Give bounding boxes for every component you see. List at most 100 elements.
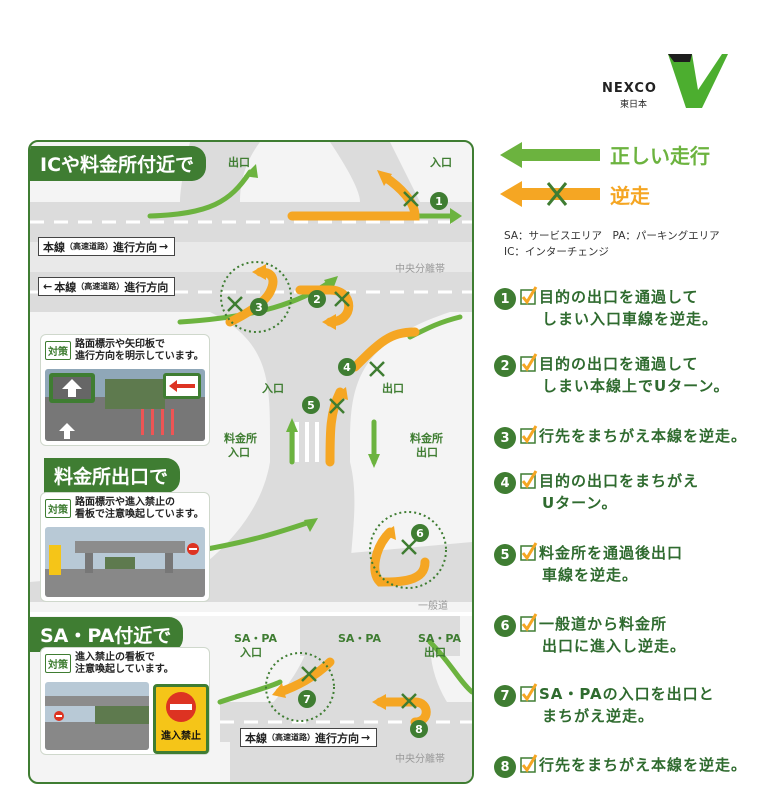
road-marking-photo	[45, 369, 205, 441]
measure-card-sapa: 対策 進入禁止の看板で 注意喚起しています。 進入禁止	[40, 647, 210, 755]
section-title-sapa: SA・PA付近で	[30, 617, 184, 652]
marker-1: 1	[430, 192, 448, 210]
check-icon	[520, 470, 538, 489]
item-text-2: 車線を逆走。	[542, 566, 639, 584]
item-text-1: 目的の出口を通過して	[539, 355, 699, 373]
measure-tag-3: 対策	[45, 654, 71, 673]
label-sapa-exit-b: 出口	[424, 646, 446, 659]
label-sapa-exit-a: SA・PA	[418, 632, 462, 645]
marker-3: 3	[250, 298, 268, 316]
label-sapa-entrance-a: SA・PA	[234, 632, 278, 645]
item-number: 1	[494, 288, 516, 310]
label-general-road: 一般道	[418, 601, 448, 612]
item-text-1: 目的の出口を通過して	[539, 288, 699, 306]
check-icon	[520, 425, 538, 444]
marker-8: 8	[410, 720, 428, 738]
label-exit-mid: 出口	[382, 382, 404, 395]
lane-main: 本線	[43, 240, 65, 254]
correct-arrow-icon	[500, 142, 600, 168]
item-text-1: 行先をまちがえ本線を逆走。	[539, 427, 748, 445]
item-number: 6	[494, 615, 516, 637]
item-number: 7	[494, 685, 516, 707]
item-text-2: しまい入口車線を逆走。	[542, 310, 719, 328]
item-text-1: 行先をまちがえ本線を逆走。	[539, 756, 748, 774]
lane-dir: 進行方向	[113, 240, 157, 254]
item-text-1: SA・PAの入口を出口と	[539, 685, 715, 703]
item-text-1: 一般道から料金所	[539, 615, 668, 633]
item-number: 3	[494, 427, 516, 449]
no-entry-icon	[166, 692, 196, 722]
item-text-1: 料金所を通過後出口	[539, 544, 684, 562]
no-entry-sign: 進入禁止	[153, 684, 209, 754]
label-sapa-entrance-b: 入口	[240, 646, 262, 659]
check-icon	[520, 613, 538, 632]
logo-sub: 東日本	[620, 100, 648, 110]
marker-4: 4	[338, 358, 356, 376]
lane-small-2: （高速道路）	[76, 282, 125, 291]
measure-text-4: 看板で注意喚起しています。	[75, 509, 204, 520]
item-number: 8	[494, 756, 516, 778]
arrow-right-icon: →	[159, 240, 169, 253]
marker-2: 2	[308, 290, 326, 308]
item-text-2: 出口に進入し逆走。	[542, 637, 687, 655]
lane-main-2: 本線	[54, 280, 77, 294]
measure-card-ic: 対策 路面標示や矢印板で 進行方向を明示しています。	[40, 334, 210, 446]
item-number: 5	[494, 544, 516, 566]
lane-direction-left: ←本線（高速道路）進行方向	[38, 277, 176, 296]
measure-text-5: 進入禁止の看板で	[75, 652, 155, 663]
lane-main-3: 本線	[245, 731, 267, 745]
label-toll-entrance-b: 入口	[228, 446, 250, 459]
lane-small-3: （高速道路）	[267, 733, 315, 742]
label-toll-exit-a: 料金所	[410, 432, 443, 445]
item-number: 4	[494, 472, 516, 494]
lane-dir-3: 進行方向	[315, 731, 359, 745]
section-title-toll: 料金所出口で	[44, 458, 181, 493]
label-sapa-center: SA・PA	[338, 632, 382, 645]
abbreviation-line-1: SA：サービスエリア PA：パーキングエリア	[504, 230, 720, 242]
label-exit-top: 出口	[228, 156, 250, 169]
legend-wrong: 逆走	[610, 184, 650, 208]
lane-direction-bottom: 本線（高速道路）進行方向→	[240, 728, 378, 747]
measure-text-1: 路面標示や矢印板で	[75, 339, 165, 350]
abbreviation-line-2: IC：インターチェンジ	[504, 246, 609, 258]
diagram-panel: 1 2 3 4 5 6 7 8 出口 入口 本線（高速道路）進行方向→ 中央分離…	[28, 140, 474, 784]
check-icon	[520, 683, 538, 702]
item-text-2: Uターン。	[542, 494, 618, 512]
arrow-left-icon: ←	[43, 280, 53, 293]
check-icon	[520, 286, 538, 305]
road-map	[30, 142, 472, 782]
lane-small: （高速道路）	[65, 242, 113, 251]
item-number: 2	[494, 355, 516, 377]
label-entrance-mid: 入口	[262, 382, 284, 395]
lane-dir-2: 進行方向	[124, 280, 169, 294]
measure-text-2: 進行方向を明示しています。	[75, 351, 204, 362]
nexco-logo-icon	[668, 54, 728, 108]
measure-card-toll: 対策 路面標示や進入禁止の 看板で注意喚起しています。	[40, 492, 210, 602]
measure-tag-2: 対策	[45, 499, 71, 518]
marker-7: 7	[298, 690, 316, 708]
check-icon	[520, 353, 538, 372]
section-title-ic: ICや料金所付近で	[30, 146, 207, 181]
marker-5: 5	[302, 396, 320, 414]
item-text-1: 目的の出口をまちがえ	[539, 472, 700, 490]
wrong-way-arrow-icon	[500, 181, 600, 207]
toll-exit-photo	[45, 527, 205, 597]
check-icon	[520, 542, 538, 561]
logo-name: NEXCO	[602, 81, 657, 96]
label-entrance-top: 入口	[430, 156, 452, 169]
legend-correct: 正しい走行	[610, 144, 710, 168]
label-toll-entrance-a: 料金所	[224, 432, 257, 445]
marker-6: 6	[411, 524, 429, 542]
item-text-2: まちがえ逆走。	[542, 707, 655, 725]
measure-text-6: 注意喚起しています。	[75, 664, 174, 675]
no-entry-sign-text: 進入禁止	[161, 731, 201, 742]
lane-direction-right: 本線（高速道路）進行方向→	[38, 237, 176, 256]
check-icon	[520, 754, 538, 773]
label-median-bottom: 中央分離帯	[395, 754, 445, 765]
measure-tag: 対策	[45, 341, 71, 360]
label-toll-exit-b: 出口	[416, 446, 438, 459]
arrow-right-icon-2: →	[361, 731, 371, 744]
measure-text-3: 路面標示や進入禁止の	[75, 497, 175, 508]
sapa-photo	[45, 682, 149, 750]
label-median: 中央分離帯	[395, 264, 445, 275]
